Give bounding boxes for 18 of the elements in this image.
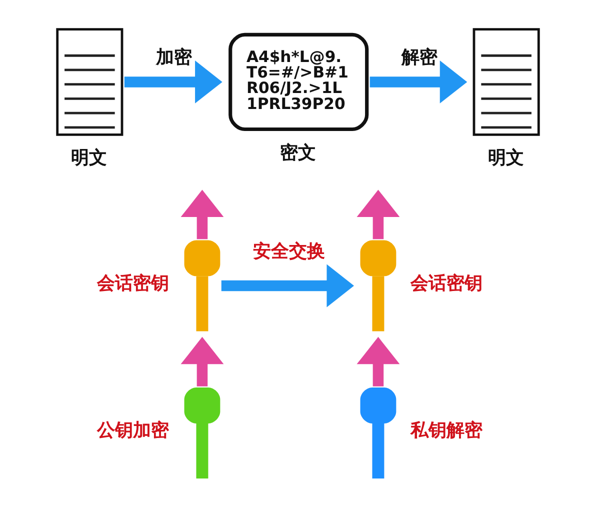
node-box: A4$h*L@9. T6=#/>B#1 R06/J2.>1L 1PRL39P20: [228, 32, 369, 132]
node-label: 私钥解密: [410, 420, 483, 442]
edge-label: 安全交换: [253, 241, 326, 262]
arrow: [221, 264, 354, 308]
node-label: 公钥加密: [96, 420, 169, 442]
node-label: 会话密钥: [410, 272, 483, 294]
arrow: [124, 60, 222, 104]
arrow: [370, 60, 468, 104]
arrow: [180, 190, 224, 240]
node-label: 会话密钥: [96, 272, 169, 294]
node-label: 明文: [71, 147, 108, 168]
edge-label: 解密: [402, 46, 438, 68]
arrow: [356, 336, 400, 386]
node-label: 明文: [488, 147, 524, 168]
arrow: [356, 190, 400, 240]
arrow: [180, 336, 224, 386]
node-label: 密文: [280, 142, 316, 164]
edge-label: 加密: [156, 46, 192, 68]
